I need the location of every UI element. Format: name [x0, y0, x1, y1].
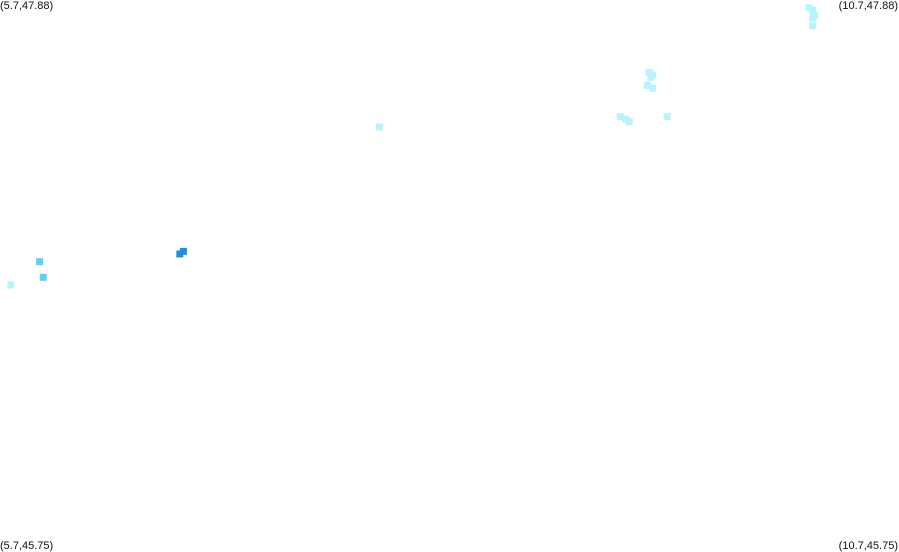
- corner-label-top-left: (5.7,47.88): [0, 0, 54, 12]
- map-point: [809, 22, 817, 30]
- corner-label-bottom-right: (10.7,45.75): [838, 540, 898, 552]
- map-point: [647, 74, 655, 82]
- map-point: [39, 273, 47, 281]
- map-point: [649, 84, 657, 92]
- map-point: [616, 113, 624, 121]
- map-point: [36, 258, 44, 266]
- map-point: [809, 14, 817, 22]
- corner-label-bottom-left: (5.7,45.75): [0, 540, 54, 552]
- map-point: [643, 82, 651, 89]
- map-point: [645, 69, 653, 77]
- map-point: [805, 4, 813, 12]
- map-point: [663, 113, 671, 121]
- map-point: [179, 247, 187, 255]
- map-point: [625, 118, 633, 126]
- map-point: [176, 250, 184, 258]
- map-point: [375, 123, 383, 131]
- map-point: [622, 115, 630, 123]
- map-point: [7, 281, 15, 289]
- map-point: [809, 6, 817, 14]
- corner-label-top-right: (10.7,47.88): [838, 0, 898, 12]
